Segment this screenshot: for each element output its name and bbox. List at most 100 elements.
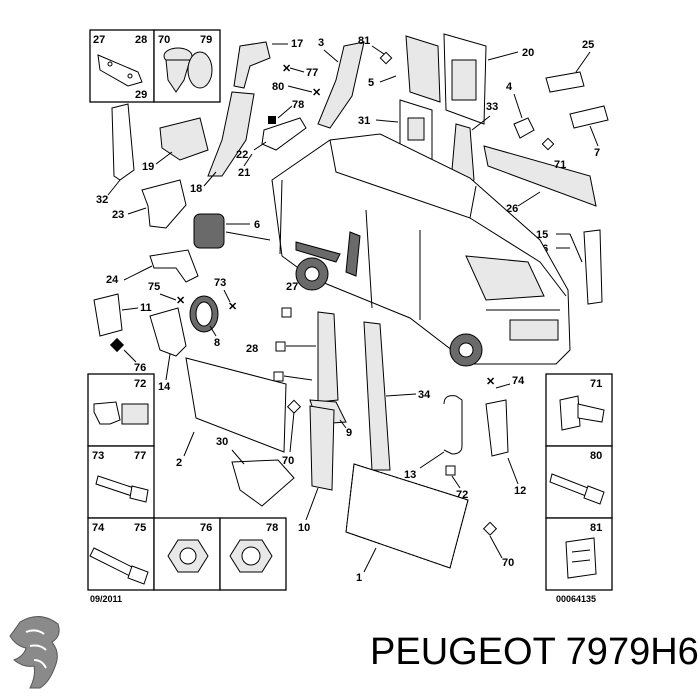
svg-text:76: 76 — [134, 362, 146, 374]
svg-text:72: 72 — [134, 378, 146, 390]
svg-text:20: 20 — [522, 47, 534, 59]
part-17-duct: 17 — [233, 38, 303, 89]
callout-78: 78 — [268, 99, 304, 124]
part-75-clip: 75 ✕ — [148, 281, 185, 307]
svg-text:77: 77 — [306, 67, 318, 79]
part-31-panel: 31 — [358, 99, 433, 161]
svg-text:73: 73 — [92, 450, 104, 462]
svg-text:30: 30 — [216, 436, 228, 448]
svg-text:10: 10 — [298, 522, 310, 534]
part-26-rail: 71 26 — [483, 137, 597, 215]
part-2-panel: 70 2 — [176, 357, 302, 469]
svg-text:7: 7 — [594, 147, 600, 159]
svg-text:81: 81 — [358, 35, 370, 47]
svg-text:71: 71 — [590, 378, 602, 390]
svg-text:70: 70 — [502, 557, 514, 569]
part-4-clip: 4 — [506, 81, 535, 139]
svg-text:22: 22 — [236, 149, 248, 161]
part-13-handle: 13 — [404, 395, 463, 481]
part-6-lamp: 6 — [193, 213, 271, 249]
callout-77: 77 ✕ — [282, 63, 318, 79]
part-33-pillar: 33 — [451, 101, 498, 187]
brand-title: PEUGEOT 7979H6 — [370, 631, 699, 673]
svg-text:12: 12 — [514, 485, 526, 497]
svg-text:✕: ✕ — [176, 295, 185, 307]
svg-text:15: 15 — [536, 229, 548, 241]
svg-text:11: 11 — [140, 302, 152, 314]
peugeot-lion-logo — [9, 616, 60, 689]
svg-text:70: 70 — [158, 34, 170, 46]
svg-text:13: 13 — [404, 469, 416, 481]
part-30-bracket: 30 — [216, 436, 295, 507]
detail-box-72: 72 — [87, 373, 155, 447]
svg-text:73: 73 — [214, 277, 226, 289]
part-24-bracket: 24 — [106, 249, 199, 286]
svg-text:77: 77 — [134, 450, 146, 462]
svg-text:27: 27 — [286, 281, 298, 293]
svg-text:28: 28 — [135, 34, 147, 46]
detail-box-73-77: 73 77 — [87, 445, 155, 519]
part-76-nut: 76 — [109, 337, 146, 374]
part-20-panel: 20 — [405, 33, 534, 125]
svg-text:75: 75 — [134, 522, 146, 534]
svg-text:24: 24 — [106, 274, 119, 286]
svg-text:5: 5 — [368, 77, 374, 89]
part-15-16-strip: 15 16 — [536, 229, 603, 305]
detail-box-70-79: 70 79 — [153, 29, 221, 103]
svg-text:74: 74 — [92, 522, 105, 534]
svg-text:19: 19 — [142, 161, 154, 173]
part-7-pad: 7 — [569, 105, 609, 159]
diagram-code: 00064135 — [556, 594, 596, 604]
svg-text:78: 78 — [266, 522, 278, 534]
detail-box-27-28-29: 27 28 29 — [89, 29, 155, 103]
svg-text:75: 75 — [148, 281, 160, 293]
svg-text:74: 74 — [512, 375, 525, 387]
svg-text:25: 25 — [582, 39, 594, 51]
part-22-bracket: 22 — [236, 117, 307, 161]
callout-80: 80 ✕ — [272, 81, 321, 99]
date-code: 09/2011 — [90, 594, 122, 604]
svg-text:3: 3 — [318, 37, 324, 49]
part-25-pad: 25 — [545, 39, 594, 93]
svg-text:32: 32 — [96, 194, 108, 206]
part-12-bracket: ✕ 74 12 — [485, 375, 526, 497]
svg-text:79: 79 — [200, 34, 212, 46]
svg-text:✕: ✕ — [486, 376, 495, 388]
svg-text:4: 4 — [506, 81, 513, 93]
svg-text:17: 17 — [291, 38, 303, 50]
svg-text:80: 80 — [272, 81, 284, 93]
part-32-bracket: 32 — [96, 103, 135, 206]
svg-text:70: 70 — [282, 455, 294, 467]
part-34-pillar: 34 — [363, 321, 431, 471]
svg-text:✕: ✕ — [312, 87, 321, 99]
part-18-pillar: 18 — [190, 91, 255, 195]
detail-box-71: 71 — [545, 373, 613, 447]
svg-text:71: 71 — [554, 159, 566, 171]
svg-text:21: 21 — [238, 167, 250, 179]
part-10-panel: 10 — [298, 405, 335, 534]
svg-text:9: 9 — [346, 427, 352, 439]
svg-text:✕: ✕ — [228, 301, 237, 313]
detail-box-78: 78 — [219, 517, 287, 591]
svg-text:28: 28 — [246, 343, 258, 355]
part-19-cover: 19 — [142, 117, 209, 173]
part-3-trim: 3 81 5 — [317, 35, 397, 129]
svg-text:8: 8 — [214, 337, 220, 349]
svg-text:23: 23 — [112, 209, 124, 221]
part-73-screw: 73 ✕ — [214, 277, 237, 313]
detail-box-76: 76 — [153, 517, 221, 591]
part-21-panel: 21 — [238, 153, 253, 179]
svg-text:✕: ✕ — [282, 63, 291, 75]
svg-text:34: 34 — [418, 389, 431, 401]
svg-text:31: 31 — [358, 115, 370, 127]
svg-text:29: 29 — [135, 89, 147, 101]
svg-text:6: 6 — [254, 219, 260, 231]
svg-text:81: 81 — [590, 522, 602, 534]
svg-text:80: 80 — [590, 450, 602, 462]
van-illustration — [271, 133, 571, 367]
svg-text:1: 1 — [356, 572, 362, 584]
detail-box-74-75: 74 75 — [87, 517, 155, 591]
svg-text:18: 18 — [190, 183, 202, 195]
svg-text:27: 27 — [93, 34, 105, 46]
